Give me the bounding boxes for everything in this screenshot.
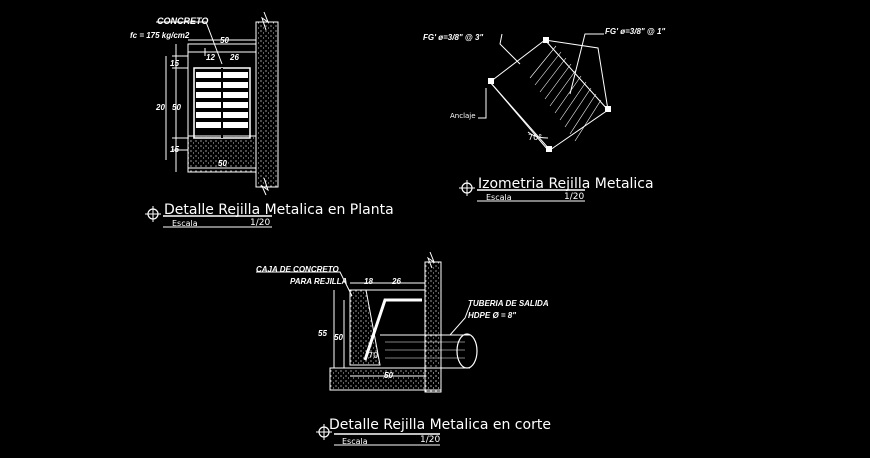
section-pipe bbox=[380, 333, 478, 369]
section-dim-26: 26 bbox=[391, 277, 401, 286]
section-dim-bottom-50: 50 bbox=[384, 371, 393, 380]
plan-dim-15a: 15 bbox=[170, 59, 179, 68]
section-scale-value: 1/20 bbox=[420, 435, 440, 445]
section-label-tuberia-1: TUBERIA DE SALIDA bbox=[468, 299, 549, 308]
plan-label-fc: fc = 175 kg/cm2 bbox=[130, 31, 190, 40]
iso-label-rebar-1: FG' ø=3/8" @ 1" bbox=[605, 27, 665, 36]
section-dim-55: 55 bbox=[318, 329, 327, 338]
plan-dim-top-50: 50 bbox=[220, 36, 229, 45]
section-label-tuberia-2: HDPE Ø = 8" bbox=[468, 311, 516, 320]
section-title-block: Detalle Rejilla Metalica en corte Escala… bbox=[316, 417, 551, 446]
plan-dim-26: 26 bbox=[229, 53, 239, 62]
section-label-caja-2: PARA REJILLA bbox=[290, 277, 348, 286]
iso-outline bbox=[489, 39, 609, 151]
iso-bars bbox=[529, 45, 602, 142]
iso-label-angle: 70° bbox=[528, 133, 542, 142]
section-dim-18: 18 bbox=[364, 277, 373, 286]
plan-scale-value: 1/20 bbox=[250, 218, 270, 228]
section-dim-50: 50 bbox=[334, 333, 343, 342]
plan-dim-50: 50 bbox=[172, 103, 181, 112]
iso-scale-value: 1/20 bbox=[564, 192, 584, 202]
plan-detail: CONCRETO fc = 175 kg/cm2 50 12 26 15 20 … bbox=[130, 11, 394, 228]
plan-dim-15b: 15 bbox=[170, 145, 179, 154]
section-title: Detalle Rejilla Metalica en corte bbox=[329, 417, 551, 433]
plan-scale-label: Escala bbox=[172, 219, 198, 228]
plan-grate-bars bbox=[196, 68, 248, 138]
plan-label-concreto: CONCRETO bbox=[157, 16, 208, 26]
section-side bbox=[349, 289, 381, 366]
iso-title: Izometria Rejilla Metalica bbox=[478, 176, 654, 192]
iso-title-block: Izometria Rejilla Metalica Escala 1/20 bbox=[459, 176, 654, 202]
section-label-angle: 70 bbox=[368, 351, 378, 360]
section-scale-label: Escala bbox=[342, 437, 368, 446]
iso-label-rebar-3: FG' ø=3/8" @ 3" bbox=[423, 33, 483, 42]
plan-title: Detalle Rejilla Metalica en Planta bbox=[164, 202, 394, 218]
plan-dim-bottom-50: 50 bbox=[218, 159, 227, 168]
iso-scale-label: Escala bbox=[486, 193, 512, 202]
plan-title-block: Detalle Rejilla Metalica en Planta Escal… bbox=[145, 202, 394, 228]
plan-dim-20: 20 bbox=[155, 103, 165, 112]
iso-label-anclaje: Anclaje bbox=[450, 112, 476, 120]
iso-detail: FG' ø=3/8" @ 3" FG' ø=3/8" @ 1" Anclaje … bbox=[423, 27, 665, 202]
plan-wall bbox=[255, 21, 279, 188]
section-detail: CAJA DE CONCRETO PARA REJILLA TUBERIA DE… bbox=[256, 251, 551, 446]
section-label-caja-1: CAJA DE CONCRETO bbox=[256, 265, 339, 274]
plan-dim-12: 12 bbox=[206, 53, 215, 62]
